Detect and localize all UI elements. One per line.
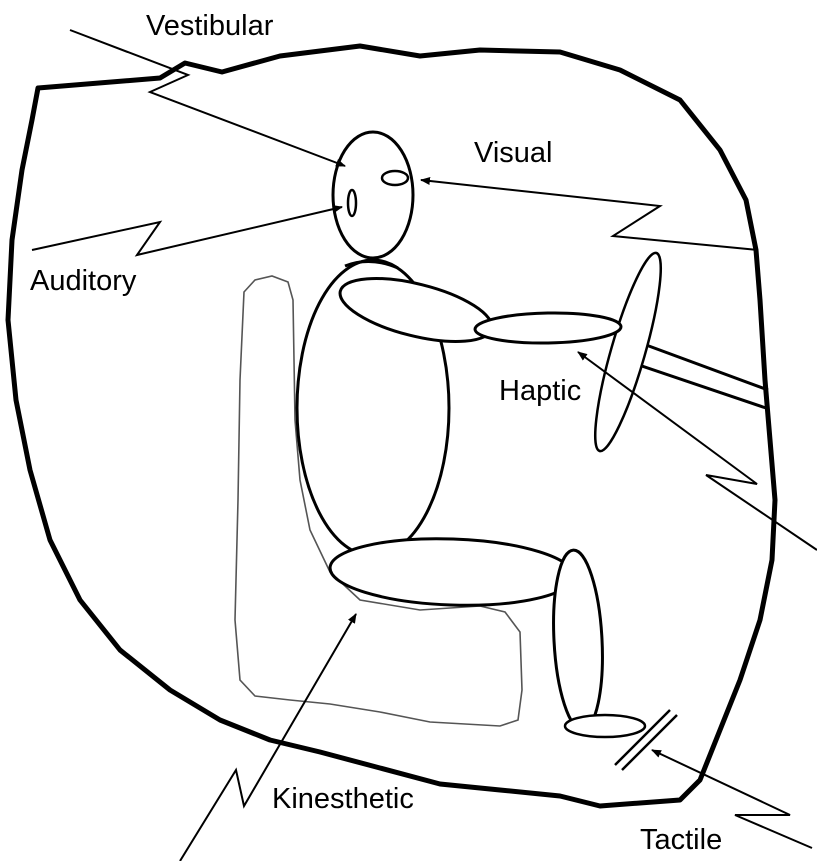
auditory-label: Auditory <box>30 267 136 296</box>
haptic-label: Haptic <box>499 377 581 406</box>
eye <box>382 171 408 185</box>
kinesthetic-label: Kinesthetic <box>272 785 414 814</box>
foot <box>565 715 645 737</box>
forearm <box>475 312 622 345</box>
steering-wheel <box>583 248 672 455</box>
steering-column-top <box>638 342 768 390</box>
tactile-label: Tactile <box>640 826 722 855</box>
thigh <box>329 535 575 609</box>
steering-column-bottom <box>630 362 766 408</box>
visual-arrow <box>421 180 758 250</box>
shin <box>549 549 606 731</box>
vestibular-label: Vestibular <box>146 12 273 41</box>
head <box>333 132 413 258</box>
auditory-arrow <box>32 207 342 255</box>
vestibular-arrow <box>70 30 345 166</box>
ear <box>348 190 356 216</box>
visual-label: Visual <box>474 139 552 168</box>
